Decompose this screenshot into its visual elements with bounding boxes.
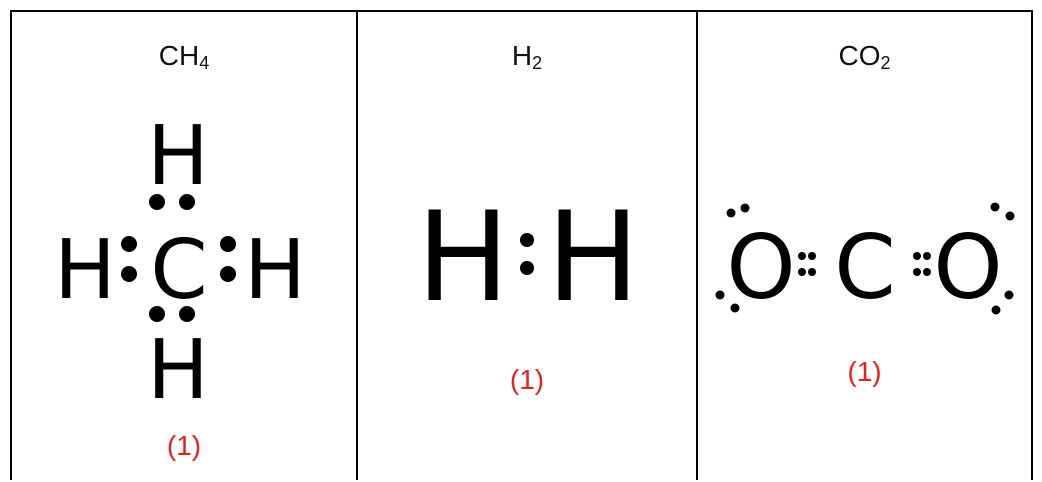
electron-pair-bond	[520, 233, 534, 275]
atom-h-left: H	[54, 223, 116, 318]
mark-hydrogen: (1)	[509, 364, 545, 395]
cell-carbon-dioxide: CO2 O C O	[696, 12, 1031, 480]
electron-pair-top	[149, 194, 195, 210]
electron-dot	[923, 268, 931, 276]
electron-dot	[149, 306, 165, 322]
electron-dot	[798, 268, 806, 276]
formula-carbon-dioxide: CO2	[838, 40, 891, 73]
atom-h-right: H	[546, 186, 639, 330]
lewis-diagram-carbon-dioxide: O C O	[715, 202, 1015, 319]
electron-dot	[1004, 290, 1014, 300]
electron-dot	[179, 194, 195, 210]
double-bond-left	[798, 252, 816, 276]
lone-pair-left-bottom	[715, 290, 740, 313]
electron-pair-bottom	[149, 306, 195, 322]
atom-c-center: C	[150, 223, 207, 318]
atom-h-right: H	[244, 223, 306, 318]
formula-methane: CH4	[158, 40, 210, 73]
electron-dot	[121, 266, 137, 282]
electron-dot	[179, 306, 195, 322]
cell-methane: CH4 H H C H H (1)	[12, 12, 356, 480]
electron-dot	[726, 208, 736, 218]
lewis-structure-table: CH4 H H C H H (1)	[10, 10, 1033, 480]
atom-c-center: C	[834, 216, 895, 319]
electron-dot	[730, 303, 740, 313]
electron-dot	[808, 252, 816, 260]
electron-dot	[991, 305, 1001, 315]
electron-dot	[923, 252, 931, 260]
electron-dot	[220, 236, 236, 252]
mark-carbon-dioxide: (1)	[847, 356, 882, 387]
electron-dot	[520, 233, 534, 247]
electron-dot	[990, 202, 1000, 212]
mark-methane: (1)	[166, 430, 202, 461]
electron-dot	[808, 268, 816, 276]
electron-pair-right	[220, 236, 236, 282]
electron-dot	[715, 290, 725, 300]
electron-dot	[740, 203, 750, 213]
lone-pair-right-bottom	[991, 290, 1014, 315]
lone-pair-left-top	[726, 203, 750, 218]
electron-dot	[913, 268, 921, 276]
lone-pair-right-top	[990, 202, 1015, 221]
electron-dot	[913, 252, 921, 260]
lewis-diagram-hydrogen: H H	[416, 186, 639, 330]
atom-o-left: O	[726, 216, 795, 319]
electron-dot	[798, 252, 806, 260]
cell-hydrogen: H2 H H (1)	[356, 12, 696, 480]
electron-dot	[220, 266, 236, 282]
formula-hydrogen: H2	[511, 40, 543, 73]
electron-dot	[520, 261, 534, 275]
atom-o-right: O	[933, 216, 1002, 319]
atom-h-left: H	[416, 186, 509, 330]
lewis-diagram-methane: H H C H H	[54, 109, 306, 418]
atom-h-bottom: H	[147, 323, 209, 418]
electron-dot	[1005, 211, 1015, 221]
electron-pair-left	[121, 236, 137, 282]
double-bond-right	[913, 252, 931, 276]
atom-h-top: H	[147, 109, 209, 204]
electron-dot	[149, 194, 165, 210]
electron-dot	[121, 236, 137, 252]
